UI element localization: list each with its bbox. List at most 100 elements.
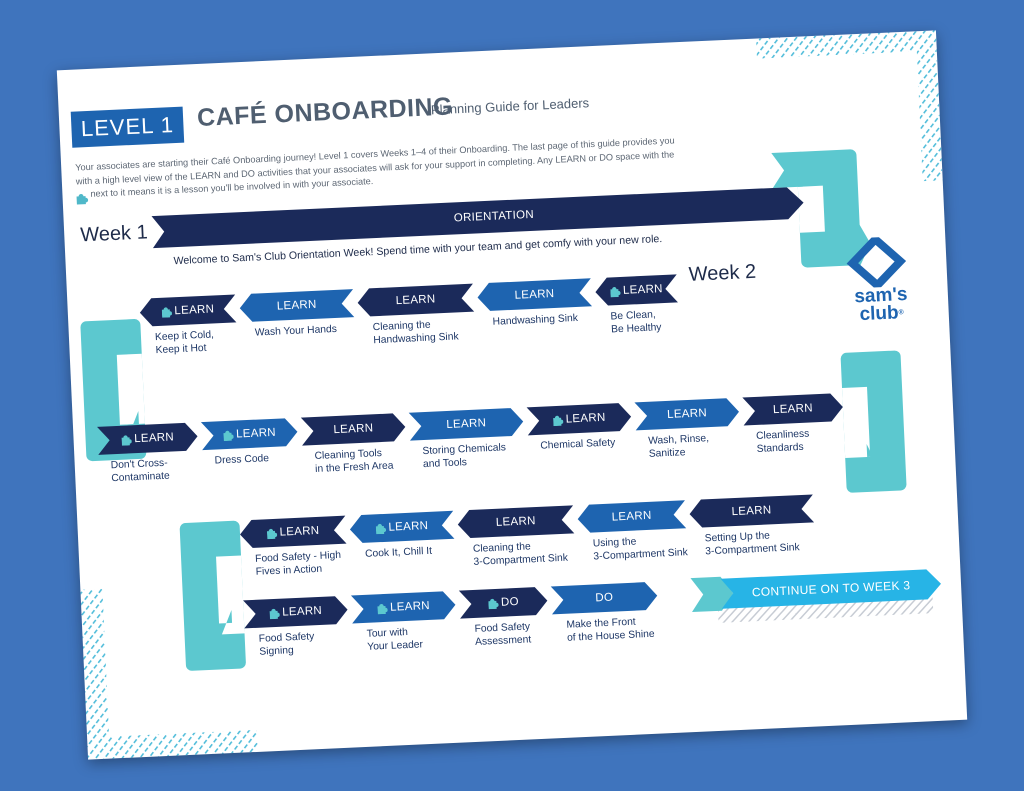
row2-step-4-chevron — [408, 408, 524, 441]
caption-line: Your Leader — [367, 638, 424, 653]
row1-step-4-tag[interactable]: LEARN — [239, 289, 354, 322]
path-connectors — [76, 30, 943, 760]
row3-step-1-chevron — [689, 494, 815, 528]
row1-step-4-chevron — [239, 289, 355, 322]
sams-club-logo-icon — [846, 235, 907, 289]
row2-step-1-chevron — [97, 422, 198, 455]
caption-line: Keep it Hot — [155, 342, 207, 356]
step-tag-label: LEARN — [174, 303, 215, 318]
row4-step-3-chevron — [458, 587, 548, 619]
row1-step-2-chevron — [477, 278, 593, 311]
caption-line: Signing — [259, 644, 294, 658]
row2-step-4-tag[interactable]: LEARN — [409, 408, 524, 441]
row2-step-1-tag[interactable]: LEARN — [97, 422, 198, 455]
step-tag-label: LEARN — [276, 298, 317, 313]
row2-step-6-tag[interactable]: LEARN — [634, 398, 739, 431]
row1-step-1-tag[interactable]: LEARN — [595, 274, 678, 306]
caption-line: Contaminate — [111, 470, 170, 484]
puzzle-piece-icon — [266, 528, 277, 539]
row4-step-1-chevron — [243, 596, 348, 629]
row1-step-5-tag[interactable]: LEARN — [139, 294, 236, 326]
continue-week-3-chevron — [720, 569, 942, 609]
step-tag-label: LEARN — [666, 407, 708, 421]
row1-step-2-tag[interactable]: LEARN — [477, 278, 592, 311]
step-tag-label: DO — [500, 595, 520, 609]
orientation-banner — [151, 187, 804, 249]
corner-dots-bottom-left — [80, 588, 258, 760]
level-badge: LEVEL 1 — [70, 106, 185, 148]
row1-step-3-chevron — [357, 283, 475, 317]
step-tag-label: DO — [595, 591, 614, 605]
continue-week-3-label: CONTINUE ON TO WEEK 3 — [751, 578, 911, 600]
row2-step-2-tag[interactable]: LEARN — [201, 418, 298, 450]
puzzle-piece-icon — [487, 598, 499, 609]
week-2-label: Week 2 — [688, 260, 757, 286]
row4-step-3-tag[interactable]: DO — [459, 587, 548, 619]
puzzle-piece-icon — [609, 286, 621, 297]
row1-step-5-chevron — [139, 294, 237, 327]
row3-step-4-tag[interactable]: LEARN — [349, 511, 454, 544]
step-tag-label: LEARN — [731, 504, 772, 519]
row3-step-5-chevron — [240, 515, 347, 548]
row3-step-2-tag[interactable]: LEARN — [577, 500, 686, 533]
step-tag-label: LEARN — [279, 524, 320, 539]
row1-step-1-chevron — [595, 274, 678, 306]
puzzle-piece-icon — [269, 608, 280, 619]
puzzle-piece-icon — [121, 434, 132, 446]
row2-step-2-chevron — [200, 418, 298, 451]
puzzle-piece-icon — [552, 415, 563, 426]
caption-line: Food Safety — [258, 631, 315, 645]
row3-step-2-chevron — [577, 500, 687, 533]
row3-step-3-chevron — [457, 505, 575, 539]
puzzle-piece-icon — [375, 523, 386, 534]
row1-step-3-tag[interactable]: LEARN — [357, 284, 474, 317]
step-tag-label: LEARN — [495, 515, 536, 529]
step-tag-label: LEARN — [565, 411, 606, 426]
row3-step-5-tag[interactable]: LEARN — [239, 516, 346, 549]
logo-line-2: club — [859, 302, 900, 326]
planning-guide-sheet: LEVEL 1 CAFÉ ONBOARDING Planning Guide f… — [56, 30, 968, 760]
step-tag-label: LEARN — [446, 417, 487, 432]
caption-line: Dress Code — [214, 453, 270, 467]
row2-step-6-chevron — [634, 398, 739, 431]
row4-step-4-tag[interactable]: DO — [551, 582, 658, 615]
row2-step-3-tag[interactable]: LEARN — [301, 413, 406, 446]
step-tag-label: LEARN — [622, 283, 664, 297]
row2-step-6-caption: Wash, Rinse,Sanitize — [648, 433, 710, 461]
row1-step-5-caption: Keep it Cold,Keep it Hot — [155, 329, 215, 357]
step-tag-label: LEARN — [772, 402, 814, 417]
row2-step-5-tag[interactable]: LEARN — [527, 403, 632, 436]
week-1-label: Week 1 — [79, 221, 149, 247]
step-tag-label: LEARN — [235, 426, 277, 441]
row3-step-4-chevron — [349, 510, 455, 543]
row4-step-2-tag[interactable]: LEARN — [351, 591, 456, 624]
logo-registered-mark: ® — [898, 309, 904, 317]
puzzle-piece-icon — [161, 306, 172, 318]
row2-step-7-tag[interactable]: LEARN — [742, 393, 843, 426]
step-tag-label: LEARN — [333, 422, 374, 437]
corner-dots-top-right — [756, 30, 943, 182]
caption-line: Standards — [756, 441, 804, 455]
caption-line: Be Healthy — [610, 321, 662, 336]
row4-step-1-tag[interactable]: LEARN — [243, 596, 348, 629]
row2-step-2-caption: Dress Code — [214, 453, 269, 468]
row3-step-3-tag[interactable]: LEARN — [457, 505, 574, 538]
row3-step-1-tag[interactable]: LEARN — [689, 494, 814, 528]
step-tag-label: LEARN — [611, 509, 652, 524]
row4-step-4-chevron — [550, 582, 658, 615]
puzzle-piece-icon — [76, 193, 89, 205]
row1-step-1-caption: Be Clean,Be Healthy — [610, 309, 661, 336]
step-tag-label: LEARN — [133, 431, 175, 446]
step-tag-label: LEARN — [395, 293, 436, 308]
